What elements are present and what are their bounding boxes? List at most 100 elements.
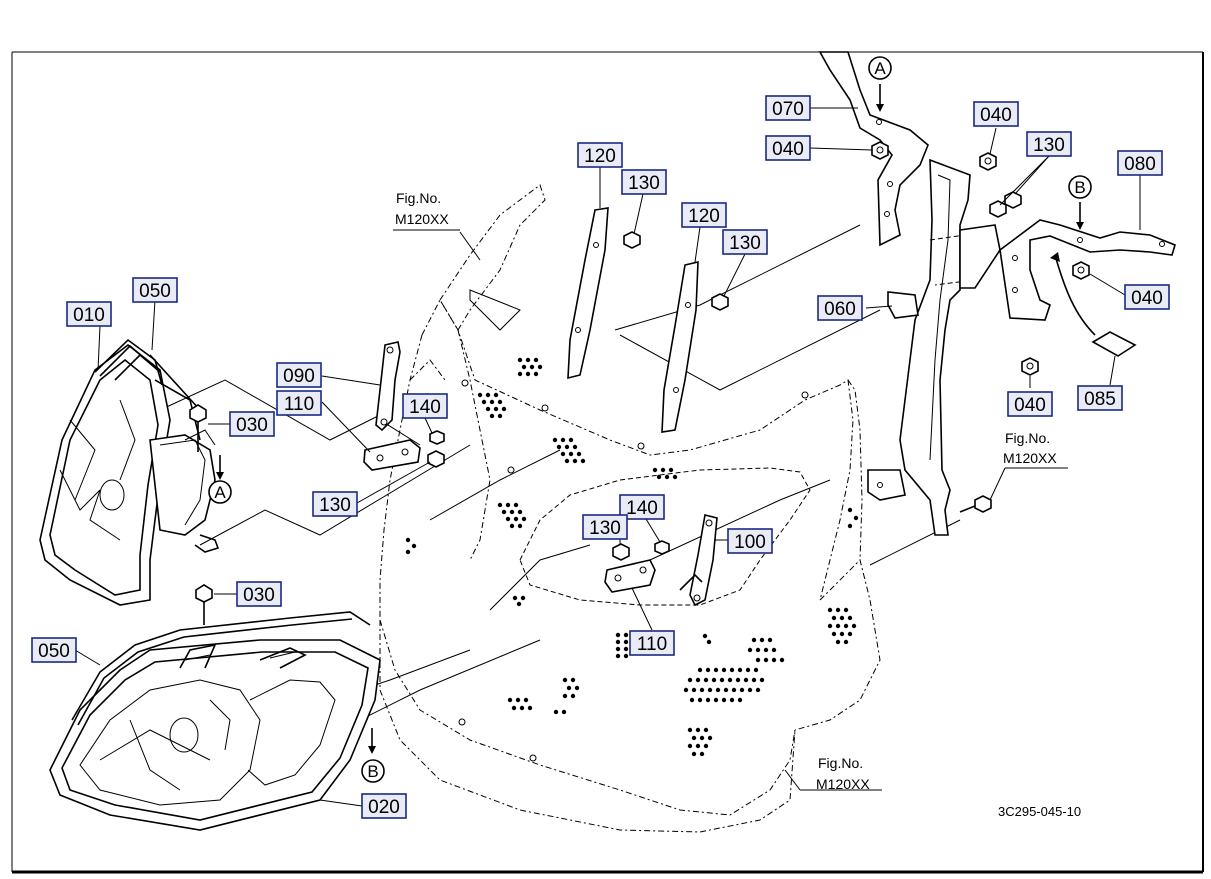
gasket-050-bottom [71, 611, 371, 726]
part-label-040-a: 040 [765, 135, 811, 161]
part-label-050-top: 050 [132, 277, 178, 303]
svg-text:050: 050 [139, 281, 171, 302]
bolt-right-icon [959, 495, 992, 513]
headlamp-010 [39, 343, 220, 606]
part-label-140-center: 140 [619, 494, 665, 520]
svg-text:120: 120 [688, 206, 720, 227]
svg-text:070: 070 [772, 99, 804, 120]
part-label-130-b: 130 [722, 229, 768, 255]
part-label-085: 085 [1077, 385, 1123, 411]
bonnet-outline [379, 184, 881, 833]
callout-b-top: B [1068, 175, 1092, 199]
bolt-130-icon [623, 231, 641, 249]
svg-text:130: 130 [628, 173, 660, 194]
svg-text:140: 140 [626, 498, 658, 519]
bracket-080 [999, 219, 1176, 321]
fig-ref-bottom: Fig.No. M120XX [816, 755, 870, 792]
part-label-040-b: 040 [973, 101, 1019, 127]
bolt-130-icon [711, 293, 729, 311]
svg-text:090: 090 [283, 366, 315, 387]
drawing-code: 3C295-045-10 [998, 804, 1081, 819]
part-label-130-c: 130 [312, 491, 358, 517]
part-label-130-e: 130 [1026, 131, 1072, 157]
nut-040-icon [1021, 357, 1039, 376]
svg-text:085: 085 [1084, 389, 1116, 410]
svg-text:130: 130 [319, 495, 351, 516]
callout-a-lamp: A [208, 480, 232, 504]
headlamp-020 [49, 639, 381, 831]
part-label-120-right: 120 [681, 202, 727, 228]
svg-text:110: 110 [284, 394, 314, 415]
svg-text:040: 040 [980, 105, 1012, 126]
svg-text:A: A [874, 59, 886, 78]
svg-text:130: 130 [1033, 135, 1065, 156]
part-label-130-a: 130 [621, 169, 667, 195]
part-label-110-left: 110 [276, 390, 322, 416]
svg-text:130: 130 [729, 233, 761, 254]
bolt-030-bottom-icon [195, 584, 213, 625]
bolt-130-icon [989, 191, 1022, 218]
part-label-140-left: 140 [402, 393, 448, 419]
svg-text:Fig.No.: Fig.No. [818, 755, 863, 771]
fig-ref-left: Fig.No. M120XX [393, 190, 460, 231]
svg-text:M120XX: M120XX [816, 776, 870, 792]
nut-140-icon [654, 540, 670, 555]
frame [11, 51, 1204, 874]
bracket-120-right [661, 260, 699, 433]
svg-text:040: 040 [1131, 288, 1163, 309]
callout-b-lamp: B [361, 759, 385, 783]
part-label-050-bottom: 050 [31, 637, 77, 663]
part-label-120-left: 120 [577, 142, 623, 168]
svg-text:140: 140 [409, 397, 441, 418]
callout-a-top: A [868, 56, 892, 80]
svg-text:B: B [367, 762, 378, 781]
part-label-030-bottom: 030 [236, 581, 282, 607]
svg-text:080: 080 [1124, 154, 1156, 175]
svg-text:Fig.No.: Fig.No. [1005, 430, 1050, 446]
nut-040-icon [871, 141, 889, 160]
nut-040-icon [979, 152, 997, 171]
fasteners [189, 84, 1090, 754]
bolt-130-icon [427, 450, 445, 468]
svg-text:120: 120 [584, 146, 616, 167]
svg-text:110: 110 [637, 634, 667, 655]
plate-110-left [363, 439, 421, 471]
svg-text:060: 060 [824, 299, 856, 320]
part-label-040-c: 040 [1124, 284, 1170, 310]
svg-text:030: 030 [243, 585, 275, 606]
stay-100 [679, 514, 718, 607]
fig-ref-right: Fig.No. M120XX [1003, 430, 1057, 466]
svg-text:A: A [214, 483, 226, 502]
bolt-130-icon [612, 543, 630, 561]
label-085 [1050, 252, 1137, 357]
part-label-070: 070 [765, 95, 811, 121]
nut-040-icon [1072, 261, 1090, 280]
nut-140-icon [429, 430, 445, 445]
svg-text:020: 020 [368, 797, 400, 818]
svg-text:040: 040 [1014, 395, 1046, 416]
svg-text:030: 030 [236, 415, 268, 436]
svg-text:M120XX: M120XX [1003, 450, 1057, 466]
svg-text:010: 010 [73, 305, 105, 326]
part-label-100: 100 [727, 528, 773, 554]
stay-060 [867, 158, 1001, 536]
part-label-030-top: 030 [229, 411, 275, 437]
svg-text:040: 040 [772, 139, 804, 160]
bracket-070 [818, 51, 929, 247]
gasket-050-top [94, 338, 163, 386]
stay-090 [375, 341, 401, 432]
part-label-060: 060 [817, 295, 863, 321]
svg-text:Fig.No.: Fig.No. [396, 190, 441, 206]
svg-text:M120XX: M120XX [395, 211, 449, 227]
plate-110-center [604, 559, 656, 593]
bracket-120-left [567, 207, 609, 380]
part-label-090: 090 [276, 362, 322, 388]
part-label-130-d: 130 [582, 514, 628, 540]
part-label-010: 010 [66, 301, 112, 327]
part-label-040-d: 040 [1007, 391, 1053, 417]
svg-text:130: 130 [589, 518, 621, 539]
bolt-030-top-icon [189, 404, 207, 452]
label-leaders [74, 107, 1141, 807]
part-label-110-center: 110 [629, 630, 675, 656]
